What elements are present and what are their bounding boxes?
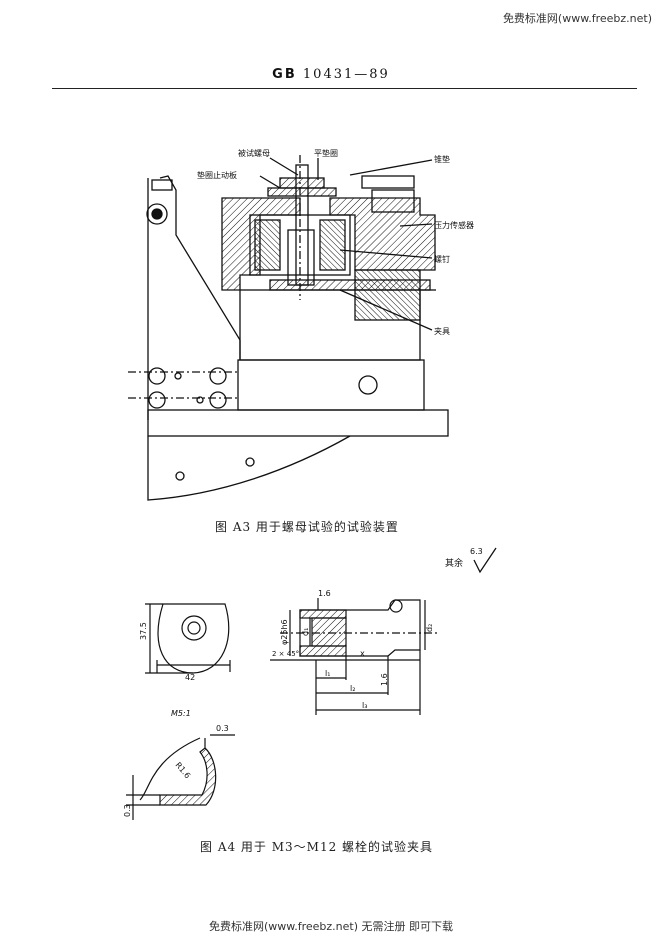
leader-fixture — [339, 289, 433, 331]
bed-curve — [147, 435, 351, 501]
hole-6 — [196, 396, 204, 404]
flat-washer — [267, 187, 337, 197]
clamp-body — [371, 189, 415, 213]
label-cone-washer: 锥垫 — [434, 154, 450, 164]
pivot-circle — [146, 203, 168, 225]
leader-screw — [339, 249, 433, 259]
pivot-center — [151, 208, 163, 220]
label-screw: 螺钉 — [434, 254, 450, 264]
figure-a3-caption: 图 A3 用于螺母试验的试验装置 — [215, 520, 399, 534]
fixture-bar — [269, 279, 431, 291]
label-flat-washer: 平垫圈 — [314, 148, 338, 158]
hole-8 — [175, 471, 185, 481]
frame-top-block — [151, 179, 173, 191]
label-fixture: 夹具 — [434, 326, 450, 336]
page-header: GB 10431—89 — [0, 67, 662, 82]
bed-plate — [147, 409, 449, 437]
load-cell-left — [254, 219, 281, 271]
housing-right — [329, 197, 436, 271]
hole-1 — [148, 367, 166, 385]
hole-7 — [358, 375, 378, 395]
hole-2 — [148, 391, 166, 409]
nut-body — [287, 229, 315, 286]
standard-code: GB — [272, 67, 297, 82]
standard-number: 10431—89 — [302, 67, 390, 82]
hole-5 — [174, 372, 182, 380]
hole-9 — [245, 457, 255, 467]
hole-3 — [209, 367, 227, 385]
leader-nut — [269, 157, 299, 176]
watermark-top: 免费标准网(www.freebz.net) — [502, 12, 652, 25]
label-pressure-sensor: 压力传感器 — [434, 220, 474, 230]
label-washer-stop: 垫圈止动板 — [197, 170, 237, 180]
header-rule — [52, 88, 637, 89]
load-cell-right — [319, 219, 346, 271]
cone-washer-clamp — [361, 175, 415, 189]
hole-4 — [209, 391, 227, 409]
leader-sensor — [399, 223, 433, 227]
label-nut-under-test: 被试螺母 — [238, 148, 270, 158]
watermark-bottom: 免费标准网(www.freebz.net) 无需注册 即可下载 — [208, 920, 454, 933]
sensor-block — [354, 269, 421, 321]
lower-block — [237, 359, 425, 411]
leader-stop — [259, 175, 281, 189]
leader-cone — [349, 159, 433, 176]
figure-a4-caption: 图 A4 用于 M3～M12 螺栓的试验夹具 — [200, 840, 434, 854]
